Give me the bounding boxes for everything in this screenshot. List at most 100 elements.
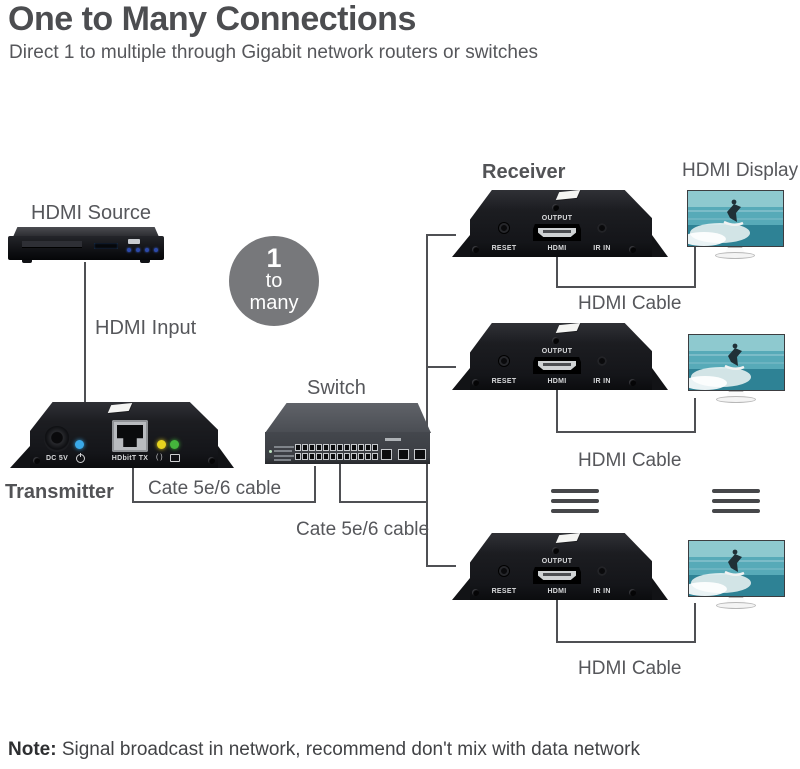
screw	[552, 204, 559, 211]
cat-cable1-line-h	[132, 501, 316, 503]
hdmi-display-label: HDMI Display	[682, 160, 799, 181]
label-sticker	[555, 533, 581, 544]
mounting-flange	[652, 368, 668, 390]
note-body: Signal broadcast in network, recommend d…	[56, 739, 640, 760]
label-sticker	[555, 190, 581, 201]
switch-print	[274, 459, 291, 461]
uplink-port	[414, 449, 426, 460]
ir-in-jack	[597, 356, 607, 366]
switch-port-block	[295, 444, 378, 460]
hdmi-output-port	[533, 224, 581, 241]
hdmi-input-label: HDMI Input	[95, 317, 197, 339]
ethernet-port	[316, 444, 322, 451]
screw	[472, 246, 479, 253]
dc-port-label: DC 5V	[45, 455, 69, 462]
rj45-port	[112, 420, 148, 452]
dvd-usb-port	[128, 239, 140, 244]
ethernet-port	[330, 444, 336, 451]
ethernet-port	[316, 453, 322, 460]
more-devices-icon	[551, 509, 599, 513]
cat-cable1-line-v1	[132, 468, 134, 503]
display-screen	[682, 190, 784, 247]
screw	[208, 457, 215, 464]
reset-label: RESET	[491, 245, 517, 252]
ethernet-port	[358, 444, 364, 451]
switch-top-face	[265, 403, 431, 433]
screw	[552, 337, 559, 344]
ir-in-label: IR IN	[593, 378, 611, 385]
transmitter-body: DC 5V HDbitT TX ( )	[30, 402, 218, 468]
screw	[552, 547, 559, 554]
dvd-button	[154, 248, 158, 252]
badge-line1: 1	[266, 243, 282, 273]
mounting-flange	[452, 235, 470, 257]
display-screen	[683, 334, 785, 391]
screw	[629, 379, 636, 386]
footer-note: Note: Signal broadcast in network, recom…	[8, 739, 640, 761]
mounting-flange	[218, 446, 234, 468]
mounting-flange	[452, 368, 470, 390]
more-devices-icon	[551, 499, 599, 503]
page-title: One to Many Connections	[8, 0, 416, 38]
badge-line3: many	[249, 292, 299, 314]
receiver-label: Receiver	[482, 161, 566, 183]
receiver-body: OUTPUT RESET HDMI IR IN	[470, 190, 652, 257]
switch-label: Switch	[307, 377, 366, 399]
screw	[629, 589, 636, 596]
cat-cable2-label: Cate 5e/6 cable	[296, 519, 430, 540]
sfp-port	[398, 449, 409, 460]
transmitter-label: Transmitter	[5, 481, 114, 503]
hdmi-label: HDMI	[547, 588, 567, 595]
hdmi-output-port	[533, 567, 581, 584]
reset-button	[499, 566, 509, 576]
screw	[33, 457, 40, 464]
switch-power-led	[269, 450, 272, 453]
mounting-flange	[652, 578, 668, 600]
screw	[472, 379, 479, 386]
output-port-label: OUTPUT	[541, 215, 573, 222]
ethernet-port	[337, 444, 343, 451]
hdmi-cable-label-3: HDMI Cable	[578, 658, 682, 679]
hdmi-cable2-v1	[556, 390, 558, 433]
hdmi-cable2-h	[556, 431, 696, 433]
screw	[629, 246, 636, 253]
ethernet-port	[351, 444, 357, 451]
cat-cable2-line-v	[339, 462, 341, 503]
display-status-icon	[170, 454, 180, 462]
hdmi-cable-label-1: HDMI Cable	[578, 293, 682, 314]
more-devices-icon	[712, 489, 760, 493]
cat-cable2-line-h	[339, 501, 428, 503]
monitor-base	[715, 252, 755, 259]
hdmi-display-2	[683, 334, 788, 410]
link-status-icon: ( )	[156, 454, 163, 461]
ethernet-port	[309, 444, 315, 451]
hdmi-connector-tongue	[543, 363, 571, 366]
network-switch-device	[265, 403, 431, 464]
cat-cable1-label: Cate 5e/6 cable	[148, 478, 282, 499]
ethernet-port	[302, 444, 308, 451]
ir-in-jack	[597, 223, 607, 233]
trunk-stub-receiver2	[426, 366, 456, 368]
output-port-label: OUTPUT	[541, 558, 573, 565]
mounting-flange	[10, 446, 30, 468]
cat-cable1-line-v2	[314, 466, 316, 503]
hdmi-input-line	[84, 262, 86, 403]
activity-led	[170, 440, 179, 449]
note-prefix: Note:	[8, 739, 57, 760]
receiver-body: OUTPUT RESET HDMI IR IN	[470, 323, 652, 390]
surfer-image	[683, 335, 784, 390]
hdmi-cable3-v1	[556, 600, 558, 643]
hdmi-source-device	[8, 227, 164, 263]
ir-in-label: IR IN	[593, 245, 611, 252]
badge-line2: to	[265, 270, 283, 292]
dvd-button	[127, 248, 131, 252]
rj45-port-label: HDbitT TX	[111, 455, 149, 462]
surfer-image	[682, 191, 783, 246]
ethernet-port	[323, 453, 329, 460]
reset-button	[499, 356, 509, 366]
ir-in-label: IR IN	[593, 588, 611, 595]
power-icon	[76, 453, 85, 463]
ethernet-port	[337, 453, 343, 460]
ethernet-port	[372, 444, 378, 451]
